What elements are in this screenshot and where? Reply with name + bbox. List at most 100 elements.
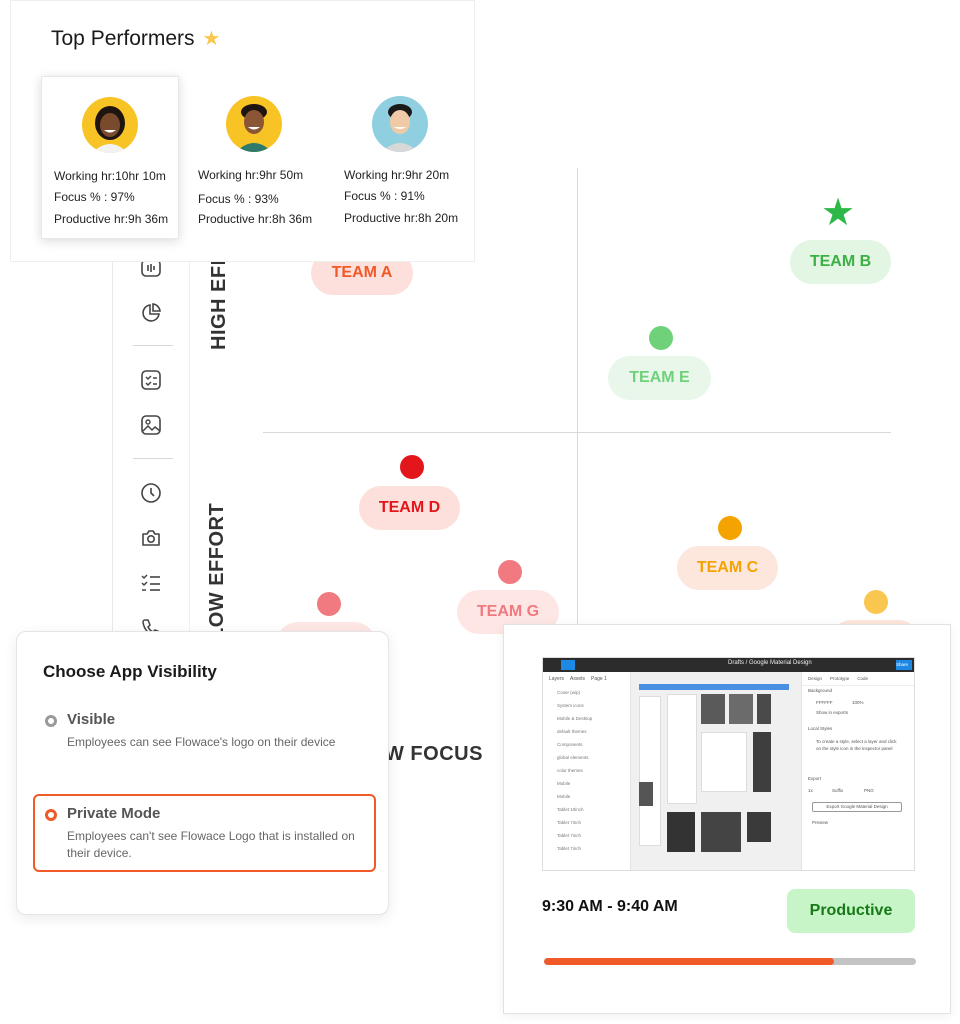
option-label: Private Mode — [67, 805, 161, 822]
team-marker-dot — [864, 590, 888, 614]
screenshot-export-button: Export Google Material Design — [812, 802, 902, 812]
avatar — [226, 96, 282, 152]
team-d-pill[interactable]: TEAM D — [359, 486, 460, 530]
app-screenshot-thumbnail[interactable]: Drafts / Google Material Design Layers A… — [542, 657, 915, 871]
screenshot-artboard — [729, 694, 753, 724]
option-description: Employees can't see Flowace Logo that is… — [67, 829, 355, 860]
layer-item: Tablet 10inch — [557, 807, 584, 812]
layer-item: color themes — [557, 768, 583, 773]
screenshot-artboard-header — [639, 684, 789, 690]
screenshot-tab: Prototype — [830, 676, 850, 681]
activity-progress-bar — [544, 958, 916, 965]
top-performers-title-row: Top Performers ★ — [51, 26, 220, 51]
screenshot-artboard — [639, 696, 661, 846]
checklist-icon[interactable] — [139, 368, 163, 392]
star-icon: ★ — [821, 192, 856, 234]
avatar — [372, 96, 428, 152]
screenshot-tab: Design — [808, 676, 823, 681]
screenshot-preview: Preview — [812, 820, 829, 825]
screenshot-inspector-panel: Design Prototype Code Background FFFFFF … — [801, 662, 914, 870]
radio-button[interactable] — [45, 715, 57, 727]
screenshot-tab: Assets — [570, 676, 586, 682]
screenshot-canvas — [631, 672, 801, 870]
top-performers-card: Top Performers ★ Working hr:10hr 10m Foc… — [10, 0, 475, 262]
team-d-dot — [400, 455, 424, 479]
screenshot-export-format: PNG — [864, 788, 874, 793]
screenshot-share-button — [896, 660, 912, 670]
side-icon-rail — [112, 240, 190, 640]
screenshot-export-label: Export — [808, 776, 822, 781]
screenshot-artboard — [747, 812, 771, 842]
team-c-pill[interactable]: TEAM C — [677, 546, 778, 590]
performer-focus: Focus % : 93% — [198, 192, 279, 206]
performer-card[interactable]: Working hr:9hr 50m Focus % : 93% Product… — [186, 76, 324, 239]
screenshot-artboard — [667, 812, 695, 852]
team-c-dot — [718, 516, 742, 540]
productivity-status-badge: Productive — [787, 889, 915, 933]
layer-item: Mobile — [557, 781, 571, 786]
activity-screenshot-card: Drafts / Google Material Design Layers A… — [503, 624, 951, 1014]
performer-focus: Focus % : 97% — [54, 190, 135, 204]
team-g-dot — [498, 560, 522, 584]
y-axis-low-label: LOW EFFORT — [206, 502, 228, 640]
app-visibility-title: Choose App Visibility — [43, 662, 217, 681]
team-e-pill[interactable]: TEAM E — [608, 356, 711, 400]
visibility-option-visible[interactable]: Visible Employees can see Flowace's logo… — [33, 706, 376, 770]
screenshot-style-hint: To create a style, select a layer and cl… — [816, 739, 897, 751]
screenshot-artboard — [701, 812, 741, 852]
option-description: Employees can see Flowace's logo on thei… — [67, 735, 336, 749]
screenshot-local-styles: Local Styles — [808, 726, 833, 731]
layer-item: Mobile & Desktop — [557, 716, 593, 721]
layer-item: Components — [557, 742, 583, 747]
team-b-pill[interactable]: TEAM B — [790, 240, 891, 284]
screenshot-artboard — [701, 694, 725, 724]
team-marker-dot — [317, 592, 341, 616]
layer-item: Cover (wip) — [557, 690, 581, 695]
screenshot-app-title: Drafts / Google Material Design — [728, 660, 812, 666]
avatar — [82, 97, 138, 153]
task-list-icon[interactable] — [139, 571, 163, 595]
vertical-axis — [577, 168, 578, 638]
screenshot-right-tabs: Design Prototype Code — [802, 672, 914, 686]
screenshot-tool-icon — [561, 660, 575, 670]
screenshot-tab: Code — [857, 676, 869, 681]
screenshot-bg-hex: FFFFFF — [816, 700, 833, 705]
layer-item: Tablet 7inch — [557, 833, 582, 838]
performer-productive-hours: Productive hr:8h 36m — [198, 212, 313, 226]
performer-productive-hours: Productive hr:8h 20m — [344, 211, 459, 225]
performer-focus: Focus % : 91% — [344, 189, 425, 203]
screenshot-share-label: Share — [895, 662, 908, 667]
screenshot-left-tabs: Layers Assets Page 1 — [543, 672, 630, 686]
screenshot-artboard — [753, 732, 771, 792]
screenshot-artboard — [701, 732, 747, 792]
layer-item: default themes — [557, 729, 587, 734]
screenshot-tab: Page 1 — [591, 676, 607, 682]
top-performers-title: Top Performers — [51, 26, 195, 50]
app-visibility-card: Choose App Visibility Visible Employees … — [16, 631, 389, 915]
screenshot-bg-opacity: 100% — [852, 700, 864, 705]
layer-item: global elements — [557, 755, 589, 760]
rail-divider — [133, 458, 173, 459]
activity-progress-fill — [544, 958, 835, 965]
screenshot-show-exports: Show in exports — [816, 710, 849, 715]
camera-icon[interactable] — [139, 526, 163, 550]
radio-button-selected[interactable] — [45, 809, 57, 821]
star-icon: ★ — [202, 28, 221, 50]
option-label: Visible — [67, 711, 116, 728]
performer-productive-hours: Productive hr:9h 36m — [54, 212, 169, 226]
image-icon[interactable] — [139, 413, 163, 437]
layer-item: Tablet 7inch — [557, 846, 582, 851]
layer-item: Tablet 7inch — [557, 820, 582, 825]
performer-working-hours: Working hr:10hr 10m — [54, 169, 166, 183]
layer-item: Mobile — [557, 794, 571, 799]
performer-card[interactable]: Working hr:10hr 10m Focus % : 97% Produc… — [41, 76, 179, 239]
rail-divider — [133, 345, 173, 346]
clock-icon[interactable] — [139, 481, 163, 505]
pie-chart-icon[interactable] — [139, 301, 163, 325]
layer-item: System icons — [557, 703, 584, 708]
performer-working-hours: Working hr:9hr 20m — [344, 168, 450, 182]
visibility-option-private-mode[interactable]: Private Mode Employees can't see Flowace… — [33, 794, 376, 872]
x-axis-low-label: W FOCUS — [385, 743, 483, 765]
performer-card[interactable]: Working hr:9hr 20m Focus % : 91% Product… — [332, 76, 470, 239]
screenshot-layer-list: Cover (wip) System icons Mobile & Deskto… — [543, 686, 630, 855]
